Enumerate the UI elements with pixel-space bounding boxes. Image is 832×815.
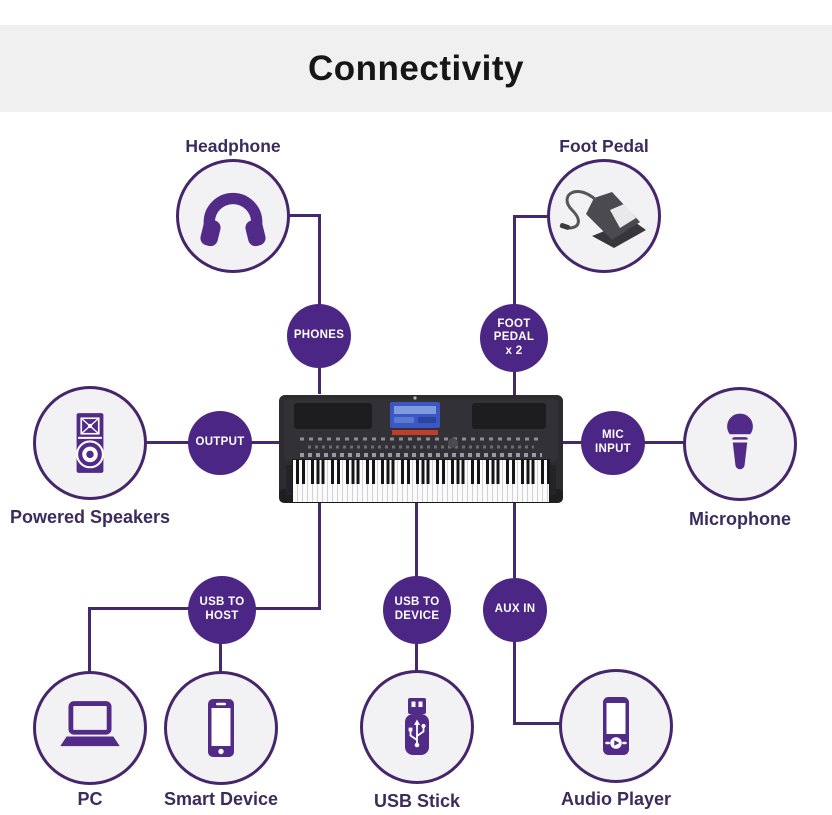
microphone-icon: [727, 413, 753, 470]
connector-output-keyboard: [250, 441, 282, 444]
connector-micinput-microphone: [643, 441, 685, 444]
powered-speaker-icon: [76, 413, 104, 473]
headphone-icon: [200, 192, 266, 247]
headphone-circle: [176, 159, 290, 273]
port-output: OUTPUT: [188, 411, 252, 475]
connector-usbhost-left-h: [88, 607, 190, 610]
header-band: [0, 25, 832, 112]
audio-player-circle: [559, 669, 673, 783]
port-foot-pedal-x2: FOOT PEDAL x 2: [480, 304, 548, 372]
connector-auxin-v: [513, 640, 516, 725]
connector-footpedal-keyboard: [513, 370, 516, 396]
pc-label: PC: [77, 789, 103, 809]
powered-speakers-circle: [33, 386, 147, 500]
audio-player-label: Audio Player: [560, 789, 672, 809]
smartphone-icon: [208, 699, 234, 757]
port-usb-to-device: USB TO DEVICE: [383, 576, 451, 644]
connector-keyboard-usbhost-v: [318, 500, 321, 610]
connector-footpedal-h: [513, 215, 549, 218]
microphone-circle: [683, 387, 797, 501]
connector-usbhost-smartdevice: [219, 640, 222, 673]
powered-speakers-label: Powered Speakers: [9, 507, 171, 527]
microphone-label: Microphone: [689, 509, 791, 529]
connector-usbhost-pc: [88, 609, 91, 673]
connector-keyboard-micinput: [560, 441, 583, 444]
usb-stick-icon: [405, 698, 429, 755]
smart-device-label: Smart Device: [163, 789, 279, 809]
connector-speakers-output: [145, 441, 190, 444]
smart-device-circle: [164, 671, 278, 785]
connector-keyboard-auxin: [513, 500, 516, 578]
foot-pedal-label: Foot Pedal: [559, 136, 649, 156]
port-usb-to-host: USB TO HOST: [188, 576, 256, 644]
connector-keyboard-usbdevice: [415, 500, 418, 578]
port-mic-input: MIC INPUT: [581, 411, 645, 475]
laptop-icon: [60, 701, 120, 747]
connector-headphone-h: [288, 214, 321, 217]
connector-auxin-audioplayer: [513, 722, 561, 725]
connector-footpedal-v: [513, 217, 516, 307]
headphone-label: Headphone: [185, 136, 281, 156]
audio-player-icon: [603, 697, 629, 755]
foot-pedal-circle: [547, 159, 661, 273]
keyboard-keys: [292, 459, 550, 503]
connector-phones-keyboard: [318, 366, 321, 394]
page-title: Connectivity: [307, 49, 525, 88]
connector-usbhost-right-h: [252, 607, 321, 610]
pc-circle: [33, 671, 147, 785]
foot-pedal-icon: [559, 189, 646, 248]
connector-usbdevice-usbstick: [415, 640, 418, 672]
port-aux-in: AUX IN: [483, 578, 547, 642]
connector-headphone-v: [318, 216, 321, 308]
port-phones: PHONES: [287, 304, 351, 368]
usb-stick-circle: [360, 670, 474, 784]
usb-stick-label: USB Stick: [373, 791, 461, 811]
